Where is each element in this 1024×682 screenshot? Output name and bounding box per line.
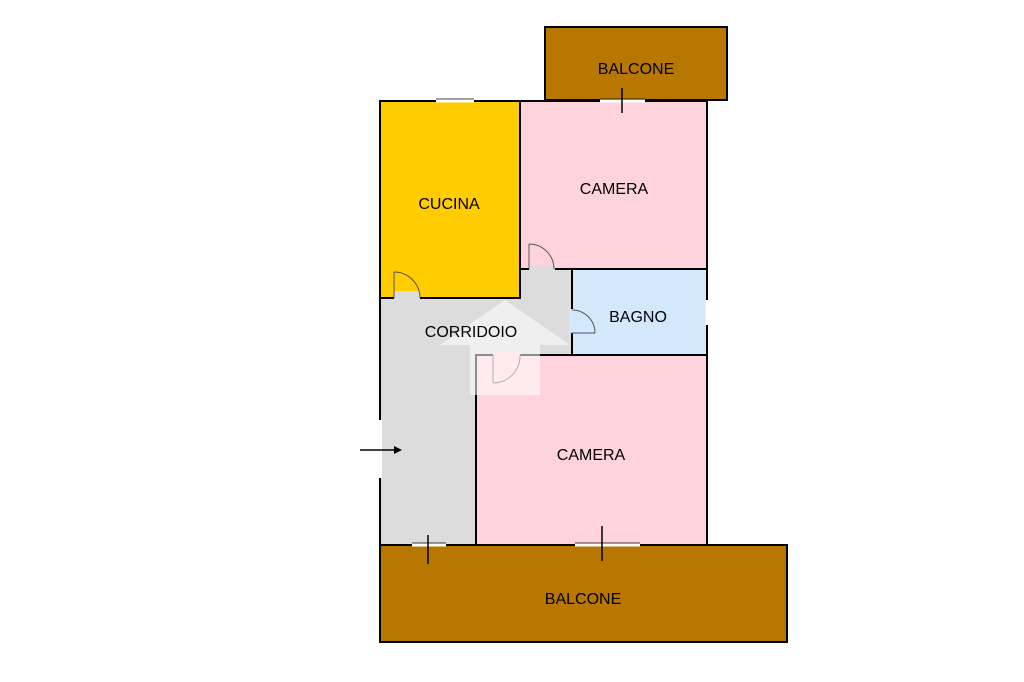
camera-top-label: CAMERA [580,181,649,198]
bagno-label: BAGNO [609,309,667,326]
balcone-top-area [544,26,728,101]
bagno-area [571,268,708,356]
camera-top-area [519,100,708,270]
window-openings [412,99,709,547]
balcone-bottom-label: BALCONE [545,591,621,608]
house-watermark-icon [440,300,570,395]
balcone-bottom-area [379,544,788,643]
camera-bottom-label: CAMERA [557,447,626,464]
balcony-door-markers [427,88,623,564]
cucina-label: CUCINA [418,196,480,213]
entrance-opening [378,420,382,478]
entrance-arrow-icon [360,446,402,454]
corridoio-label: CORRIDOIO [425,324,517,341]
balcone-top-label: BALCONE [598,61,674,78]
